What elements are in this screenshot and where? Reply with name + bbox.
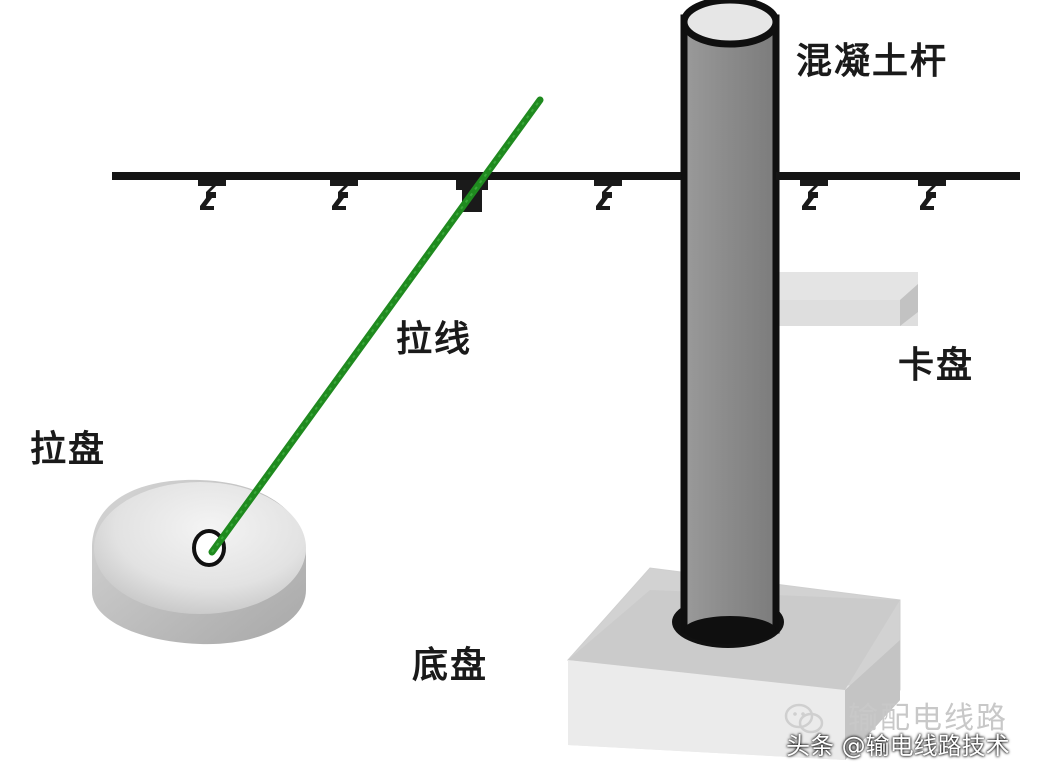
source-credit: 头条 @输电线路技术: [786, 732, 1010, 760]
guy-wire: [208, 96, 544, 556]
guy-wire-label: 拉线: [396, 319, 473, 360]
chuck-plate: [734, 272, 918, 326]
insulator-1-icon: [198, 180, 226, 210]
insulator-4-icon: [594, 180, 622, 210]
insulator-2-icon: [330, 180, 358, 210]
pole-label: 混凝土杆: [796, 41, 949, 82]
chuck-plate-label: 卡盘: [898, 345, 975, 386]
watermark: 输配电线路: [784, 700, 1024, 740]
insulator-5-icon: [800, 180, 828, 210]
anchor-plate-label: 拉盘: [30, 429, 107, 470]
watermark-text: 输配电线路: [848, 701, 1008, 736]
base-plate-label: 底盘: [412, 645, 489, 686]
crossarm-right: [776, 172, 1020, 180]
wechat-icon: [784, 703, 824, 734]
insulators: [198, 180, 946, 212]
anchor-plate: [92, 479, 306, 645]
concrete-pole: [680, 0, 780, 644]
insulator-6-icon: [918, 180, 946, 210]
